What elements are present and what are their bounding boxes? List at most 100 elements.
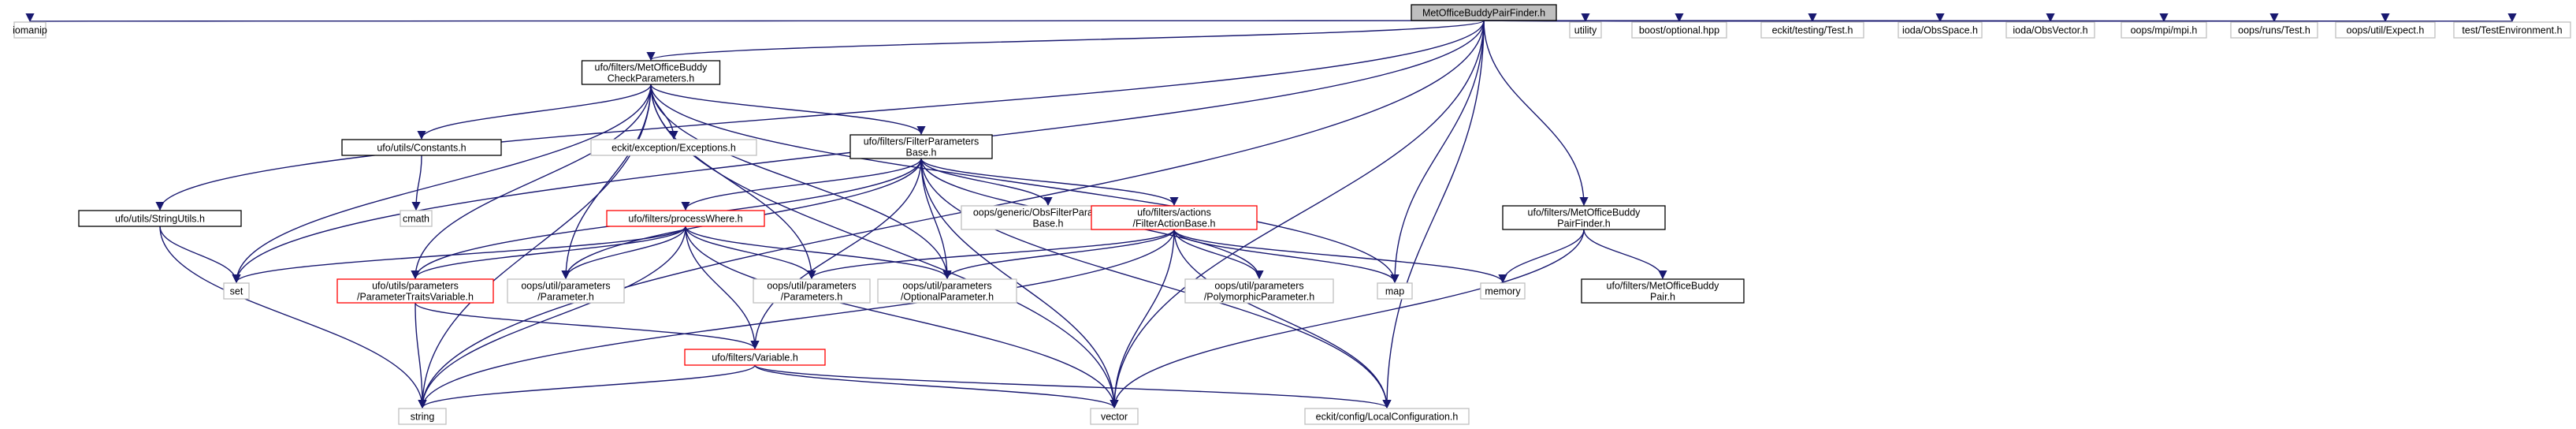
node-filteraction[interactable]: ufo/filters/actions/FilterActionBase.h (1091, 205, 1258, 230)
node-box-checkparams (581, 60, 721, 85)
node-label-traitsvar-line-1: /ParameterTraitsVariable.h (357, 292, 474, 303)
node-polyparam: oops/util/parameters/PolymorphicParamete… (1184, 278, 1334, 304)
node-label-polyparam-line-1: /PolymorphicParameter.h (1204, 292, 1314, 303)
node-variable[interactable]: ufo/filters/Variable.h (684, 349, 826, 366)
edge-variable-to-vector (754, 364, 1119, 409)
node-label-pairfinder-line-0: ufo/filters/MetOfficeBuddy (1528, 207, 1641, 218)
edge-filteraction-to-localconfig (1173, 229, 1392, 409)
edge-root-to-string (418, 20, 1485, 409)
edge-root-to-pairfinder (1483, 20, 1589, 207)
node-label-expect-line-0: oops/util/Expect.h (2347, 25, 2425, 36)
node-set: set (223, 282, 250, 300)
edge-pairfinder-to-buddypair (1583, 229, 1667, 280)
node-stringutils[interactable]: ufo/utils/StringUtils.h (78, 210, 242, 227)
node-label-filteraction-line-0: ufo/filters/actions (1137, 207, 1211, 218)
node-checkparams[interactable]: ufo/filters/MetOfficeBuddyCheckParameter… (581, 60, 721, 85)
edge-filterparams-to-vector (920, 158, 1119, 409)
edge-traitsvar-to-variable (414, 302, 760, 350)
edge-filteraction-to-vector (1110, 229, 1175, 409)
node-label-map-line-0: map (1385, 286, 1404, 297)
node-localconfig: eckit/config/LocalConfiguration.h (1304, 408, 1470, 425)
edge-processwhere-to-set (232, 226, 686, 284)
edge-checkparams-to-map (650, 84, 1400, 284)
node-mpi: oops/mpi/mpi.h (2121, 21, 2207, 39)
node-box-buddypair (1581, 278, 1745, 304)
node-box-filterparams (849, 134, 993, 159)
node-label-checkparams-line-0: ufo/filters/MetOfficeBuddy (595, 62, 708, 73)
node-traitsvar[interactable]: ufo/utils/parameters/ParameterTraitsVari… (336, 278, 494, 304)
node-box-processwhere (606, 210, 765, 227)
node-label-buddypair-line-0: ufo/filters/MetOfficeBuddy (1607, 281, 1720, 292)
node-label-pairfinder-line-1: PairFinder.h (1557, 218, 1610, 229)
node-label-cmath-line-0: cmath (403, 214, 429, 225)
edge-filterparams-to-optparam (920, 158, 952, 280)
node-label-obsfilterparams-line-0: oops/generic/ObsFilterParameters (973, 207, 1123, 218)
edge-root-to-localconfig (1382, 20, 1485, 409)
node-label-optparam-line-0: oops/util/parameters (902, 281, 991, 292)
node-box-eckittest (1760, 21, 1864, 39)
edge-stringutils-to-set (159, 226, 241, 284)
node-label-stringutils-line-0: ufo/utils/StringUtils.h (115, 214, 205, 225)
node-label-testenv-line-0: test/TestEnvironment.h (2462, 25, 2562, 36)
node-map: map (1377, 282, 1413, 300)
node-obsvector: ioda/ObsVector.h (2005, 21, 2095, 39)
node-label-vector-line-0: vector (1101, 412, 1128, 423)
node-label-buddypair-line-1: Pair.h (1650, 292, 1675, 303)
node-box-oopstest (2230, 21, 2318, 39)
node-label-parameters-line-0: oops/util/parameters (767, 281, 856, 292)
edge-processwhere-to-optparam (685, 226, 952, 280)
edge-filterparams-to-filteraction (920, 158, 1179, 207)
node-box-set (223, 282, 250, 300)
edge-processwhere-to-variable (685, 226, 760, 350)
node-buddypair[interactable]: ufo/filters/MetOfficeBuddyPair.h (1581, 278, 1745, 304)
node-optparam: oops/util/parameters/OptionalParameter.h (877, 278, 1017, 304)
node-box-boostopt (1631, 21, 1727, 39)
node-label-string-line-0: string (411, 412, 435, 423)
node-utility: utility (1569, 21, 1602, 39)
node-label-oopstest-line-0: oops/runs/Test.h (2238, 25, 2310, 36)
node-boostopt: boost/optional.hpp (1631, 21, 1727, 39)
node-label-parameter-line-1: /Parameter.h (537, 292, 594, 303)
node-testenv: test/TestEnvironment.h (2453, 21, 2571, 39)
node-label-checkparams-line-1: CheckParameters.h (608, 73, 695, 84)
node-processwhere[interactable]: ufo/filters/processWhere.h (606, 210, 765, 227)
node-box-obsspace (1898, 21, 1983, 39)
node-box-string (398, 408, 447, 425)
node-iomanip: iomanip (13, 21, 47, 39)
edge-filterparams-to-processwhere (681, 158, 922, 211)
node-label-localconfig-line-0: eckit/config/LocalConfiguration.h (1316, 412, 1459, 423)
node-constants[interactable]: ufo/utils/Constants.h (341, 139, 502, 156)
edge-pairfinder-to-memory (1498, 229, 1585, 284)
node-parameters: oops/util/parameters/Parameters.h (753, 278, 871, 304)
node-box-parameters (753, 278, 871, 304)
node-string: string (398, 408, 447, 425)
edge-root-to-checkparams (646, 20, 1485, 62)
node-pairfinder[interactable]: ufo/filters/MetOfficeBuddyPairFinder.h (1502, 205, 1666, 230)
node-root[interactable]: MetOfficeBuddyPairFinder.h (1411, 4, 1557, 21)
node-box-filteraction (1091, 205, 1258, 230)
node-box-pairfinder (1502, 205, 1666, 230)
node-expect: oops/util/Expect.h (2335, 21, 2436, 39)
edge-stringutils-to-string (159, 226, 427, 409)
node-label-memory-line-0: memory (1485, 286, 1521, 297)
edge-checkparams-to-constants (417, 84, 652, 140)
edge-processwhere-to-string (418, 226, 686, 409)
node-box-expect (2335, 21, 2436, 39)
node-box-mpi (2121, 21, 2207, 39)
node-box-traitsvar (336, 278, 494, 304)
node-label-boostopt-line-0: boost/optional.hpp (1639, 25, 1719, 36)
edge-processwhere-to-parameter (561, 226, 686, 280)
edge-filteraction-to-parameters (807, 229, 1175, 280)
edge-traitsvar-to-string (414, 302, 427, 409)
edge-pairfinder-to-vector (1110, 229, 1585, 409)
node-label-processwhere-line-0: ufo/filters/processWhere.h (628, 214, 742, 225)
node-label-set-line-0: set (230, 286, 243, 297)
edge-root-to-vector (1110, 20, 1485, 409)
node-label-obsfilterparams-line-1: Base.h (1033, 218, 1064, 229)
edge-filterparams-to-obsfilterparams (920, 158, 1053, 207)
edge-checkparams-to-set (232, 84, 652, 284)
edge-filteraction-to-polyparam (1173, 229, 1264, 280)
node-label-parameters-line-1: /Parameters.h (781, 292, 843, 303)
edge-filteraction-to-optparam (942, 229, 1175, 280)
